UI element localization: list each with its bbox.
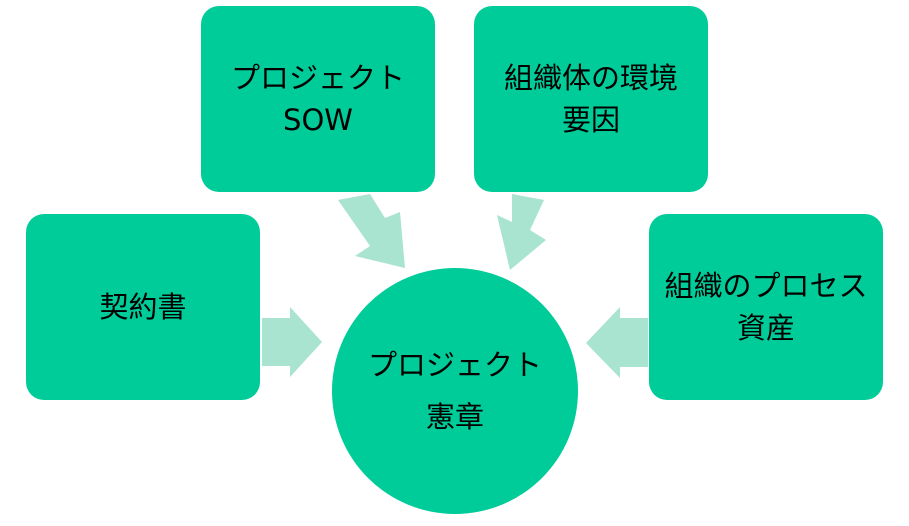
node-contract-line-1: 契約書 — [99, 290, 187, 324]
node-contract: 契約書 — [26, 214, 260, 400]
node-project-charter-line-2: 憲章 — [425, 400, 484, 434]
arrow-opa-to-charter — [586, 307, 648, 378]
node-project-charter: プロジェクト 憲章 — [332, 268, 578, 514]
arrow-sow-to-charter — [338, 194, 405, 268]
node-opa-line-1: 組織のプロセス — [664, 269, 868, 303]
node-organizational-process-assets: 組織のプロセス 資産 — [649, 214, 883, 400]
node-project-charter-line-1: プロジェクト — [367, 348, 542, 382]
node-opa-line-2: 資産 — [736, 311, 795, 345]
arrow-contract-to-charter — [262, 307, 322, 377]
node-project-sow-line-2: SOW — [283, 103, 353, 137]
node-enterprise-environmental-factors: 組織体の環境 要因 — [474, 6, 708, 192]
arrow-eef-to-charter — [497, 194, 546, 270]
node-eef-line-2: 要因 — [561, 103, 620, 137]
node-eef-line-1: 組織体の環境 — [503, 61, 678, 95]
node-project-sow: プロジェクト SOW — [201, 6, 435, 192]
node-project-sow-line-1: プロジェクト — [230, 61, 405, 95]
